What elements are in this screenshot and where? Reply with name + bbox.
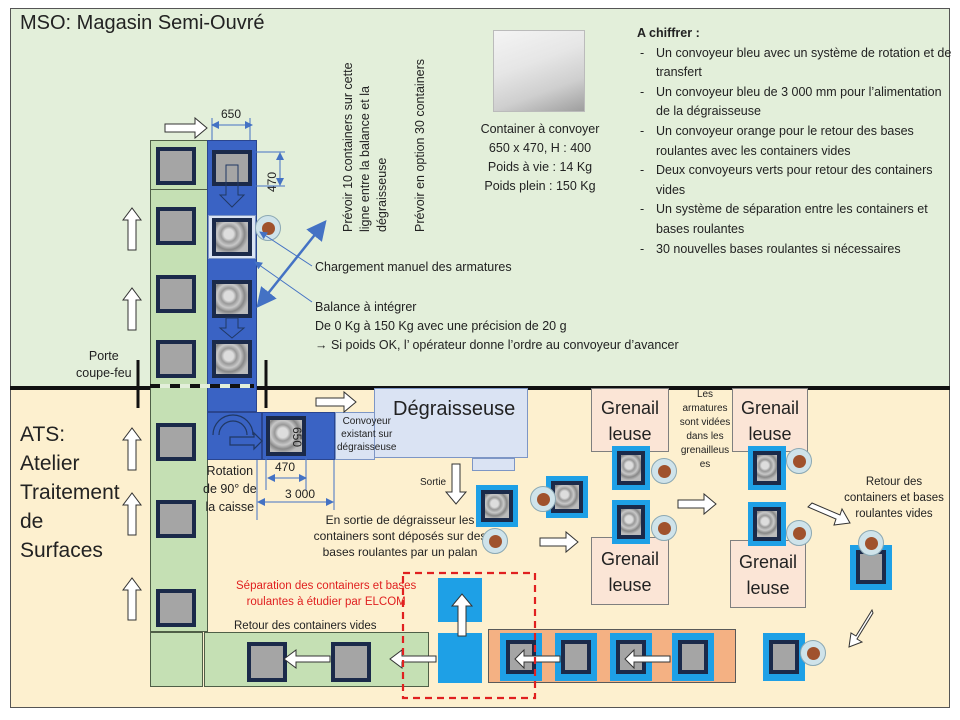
empty-container xyxy=(156,500,196,538)
empty-container xyxy=(247,642,287,682)
arrow-down-icon xyxy=(218,317,246,339)
ats-zone-title: ATS: Atelier Traitement de Surfaces xyxy=(20,423,120,562)
empty-container xyxy=(561,640,591,674)
empty-container xyxy=(769,640,799,674)
container-photo xyxy=(493,30,585,112)
arrow-up-icon xyxy=(122,287,142,331)
shot-blaster-3: Grenail leuse xyxy=(732,388,808,452)
rotation-arrow-icon xyxy=(212,414,263,451)
arrow-down-right-icon xyxy=(807,502,851,526)
shot-blaster-1: Grenail leuse xyxy=(591,388,669,452)
dimension-lines xyxy=(211,118,335,520)
empty-container xyxy=(156,340,196,378)
quote-item: Un convoyeur orange pour le retour des b… xyxy=(637,122,952,161)
rotation-note: Rotation de 90° de la caisse xyxy=(203,464,257,514)
loaded-container xyxy=(617,451,645,485)
arrow-right-icon xyxy=(677,492,717,516)
loaded-container xyxy=(617,505,645,539)
arrow-right-icon xyxy=(164,116,208,140)
emptied-note: Les armatures sont vidées dans les grena… xyxy=(679,389,731,470)
blue-rotation-transfer xyxy=(207,412,262,460)
arrow-up-icon xyxy=(122,492,142,536)
quote-list: A chiffrer : Un convoyeur bleu avec un s… xyxy=(637,24,952,259)
degreaser-exit xyxy=(472,458,515,471)
green-conveyor-corner xyxy=(150,632,203,687)
fire-door xyxy=(136,360,268,408)
empty-container xyxy=(331,642,371,682)
dim-rotated-470: 470 xyxy=(275,460,296,474)
return-note: Retour des containers et bases roulantes… xyxy=(844,476,944,520)
empty-container xyxy=(212,150,252,186)
loaded-container xyxy=(481,490,513,522)
exit-label: Sortie xyxy=(420,477,447,488)
operator xyxy=(482,528,508,554)
arrow-left-icon xyxy=(283,649,331,669)
mso-zone-title: MSO: Magasin Semi-Ouvré xyxy=(20,12,265,34)
empty-container xyxy=(156,423,196,461)
empty-return-label: Retour des containers vides xyxy=(234,620,377,632)
operator xyxy=(651,515,677,541)
quote-item: 30 nouvelles bases roulantes si nécessai… xyxy=(637,240,952,260)
arrow-up-icon xyxy=(450,593,474,637)
loaded-container xyxy=(212,280,252,318)
arrow-up-icon xyxy=(122,427,142,471)
scale-note: Balance à intégrer De 0 Kg à 150 Kg avec… xyxy=(315,300,679,352)
quote-item: Un système de séparation entre les conta… xyxy=(637,200,952,239)
empty-container xyxy=(156,207,196,245)
loaded-container xyxy=(753,507,781,541)
exit-note: En sortie de dégraisseur les containers … xyxy=(313,513,487,559)
shot-blaster-4: Grenail leuse xyxy=(730,540,806,608)
operator xyxy=(858,530,884,556)
arrow-left-icon xyxy=(624,648,671,670)
loaded-container xyxy=(753,451,781,485)
arrow-up-icon xyxy=(122,577,142,621)
loaded-container xyxy=(212,340,252,378)
separation-note: Séparation des containers et bases roula… xyxy=(236,580,417,608)
degreaser-label: Dégraisseuse xyxy=(393,398,516,420)
operator xyxy=(530,486,556,512)
separation-base-lower xyxy=(438,633,482,683)
quote-item: Un convoyeur bleu de 3 000 mm pour l’ali… xyxy=(637,83,952,122)
quote-item: Deux convoyeurs verts pour retour des co… xyxy=(637,161,952,200)
degreaser-machine xyxy=(374,388,528,458)
arrow-left-icon xyxy=(389,649,437,669)
arrow-right-icon xyxy=(539,530,579,554)
rotated-container xyxy=(266,416,306,456)
operator xyxy=(786,448,812,474)
arrow-down-left-icon xyxy=(848,608,874,648)
empty-container xyxy=(156,589,196,627)
empty-container xyxy=(156,275,196,313)
empty-container xyxy=(678,640,708,674)
loaded-container xyxy=(212,218,252,256)
container-info: Container à convoyer 650 x 470, H : 400 … xyxy=(480,122,600,193)
arrow-right-icon xyxy=(315,390,357,414)
conveyor-down-arrows xyxy=(218,164,246,339)
manual-loading-note: Chargement manuel des armatures xyxy=(315,260,512,274)
existing-conveyor-note: Convoyeur existant sur dégraisseuse xyxy=(337,416,397,453)
quote-list-title: A chiffrer : xyxy=(637,26,700,40)
arrow-left-icon xyxy=(514,648,561,670)
quote-item: Un convoyeur bleu avec un système de rot… xyxy=(637,44,952,83)
shot-blaster-2: Grenail leuse xyxy=(591,537,669,605)
dim-length-3000: 3 000 xyxy=(285,487,316,501)
dim-width-650: 650 xyxy=(221,107,242,121)
operator xyxy=(800,640,826,666)
separation-zone-outline xyxy=(401,571,537,700)
fire-door-label: Porte coupe-feu xyxy=(76,349,132,380)
operator xyxy=(651,458,677,484)
operator xyxy=(786,520,812,546)
empty-container xyxy=(156,147,196,185)
arrow-up-icon xyxy=(122,207,142,251)
arrow-down-icon xyxy=(444,463,468,505)
flow-arrows xyxy=(122,116,874,670)
arrow-down-icon xyxy=(218,164,246,208)
